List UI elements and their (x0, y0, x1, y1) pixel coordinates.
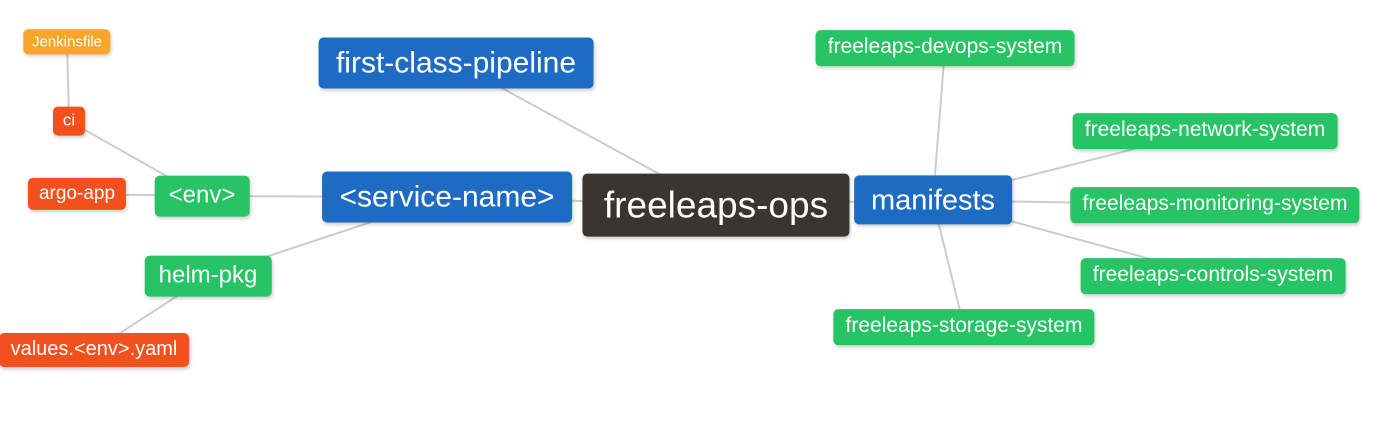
node-ci[interactable]: ci (53, 106, 85, 136)
node-argo-app[interactable]: argo-app (27, 177, 127, 211)
node-freeleaps-storage-system[interactable]: freeleaps-storage-system (833, 309, 1095, 345)
node-manifests[interactable]: manifests (854, 175, 1012, 225)
node-env[interactable]: <env> (154, 175, 250, 217)
node-freeleaps-network-system[interactable]: freeleaps-network-system (1072, 113, 1338, 149)
node-values-env-yaml[interactable]: values.<env>.yaml (0, 333, 189, 367)
node-service-name[interactable]: <service-name> (322, 171, 572, 223)
node-helm-pkg[interactable]: helm-pkg (144, 255, 272, 297)
node-freeleaps-ops[interactable]: freeleaps-ops (582, 173, 850, 237)
node-freeleaps-devops-system[interactable]: freeleaps-devops-system (815, 30, 1075, 66)
edge-manifests-freeleaps-devops-system (932, 47, 946, 201)
node-freeleaps-monitoring-system[interactable]: freeleaps-monitoring-system (1070, 187, 1360, 223)
node-jenkinsfile[interactable]: Jenkinsfile (23, 29, 111, 55)
node-freeleaps-controls-system[interactable]: freeleaps-controls-system (1080, 258, 1346, 294)
node-first-class-pipeline[interactable]: first-class-pipeline (318, 37, 594, 89)
